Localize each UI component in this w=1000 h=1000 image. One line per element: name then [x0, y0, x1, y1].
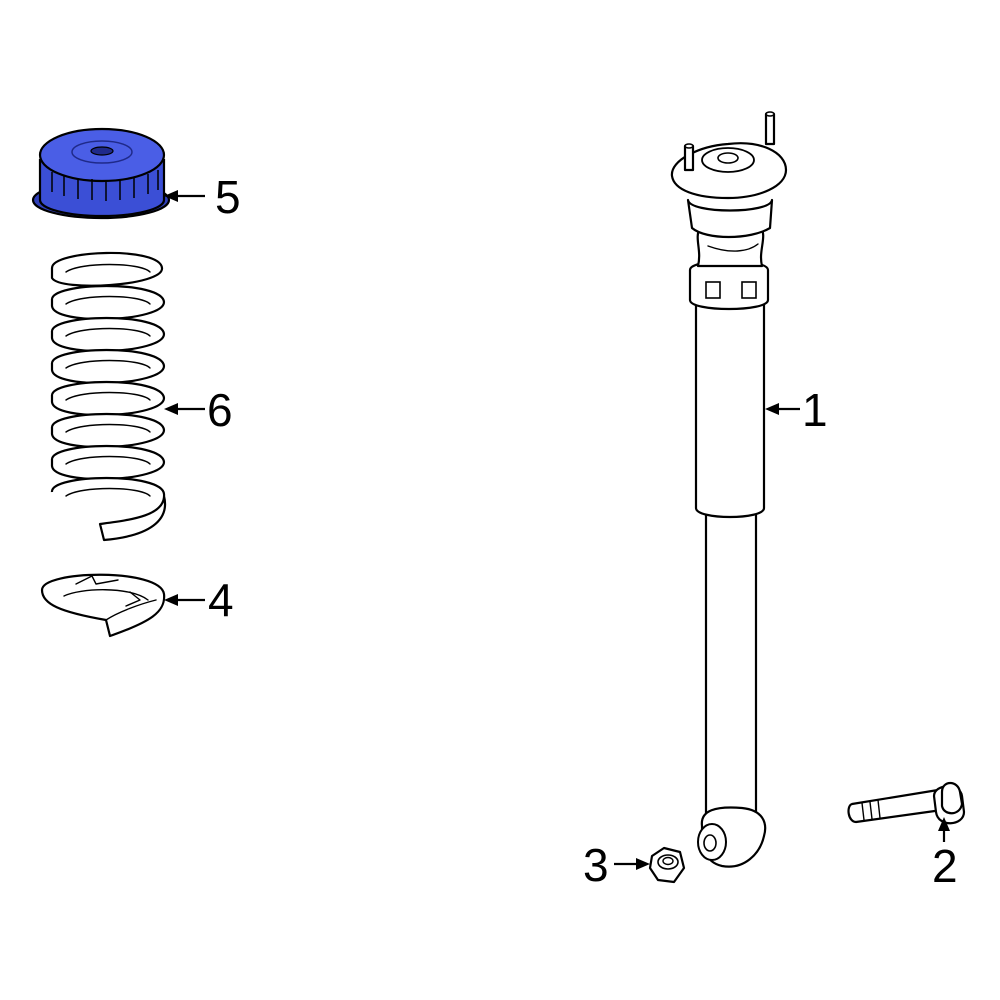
callout-label-3: 3: [583, 839, 609, 891]
callout-1: 1: [765, 384, 828, 436]
part-4-lower-spring-insulator[interactable]: [40, 573, 166, 638]
part-5-upper-spring-seat[interactable]: [31, 127, 171, 220]
callout-5: 5: [164, 171, 241, 223]
part-1-shock-absorber[interactable]: [670, 111, 788, 868]
part-2-bolt[interactable]: [847, 781, 966, 825]
callout-label-2: 2: [932, 840, 958, 892]
part-6-coil-spring[interactable]: [50, 251, 167, 542]
callout-label-5: 5: [215, 171, 241, 223]
callout-4: 4: [164, 574, 234, 626]
callout-6: 6: [164, 384, 233, 436]
callout-label-6: 6: [207, 384, 233, 436]
callout-label-1: 1: [802, 384, 828, 436]
callout-label-4: 4: [208, 574, 234, 626]
callout-3: 3: [583, 839, 650, 891]
callout-2: 2: [932, 817, 958, 892]
part-3-nut[interactable]: [648, 846, 686, 884]
